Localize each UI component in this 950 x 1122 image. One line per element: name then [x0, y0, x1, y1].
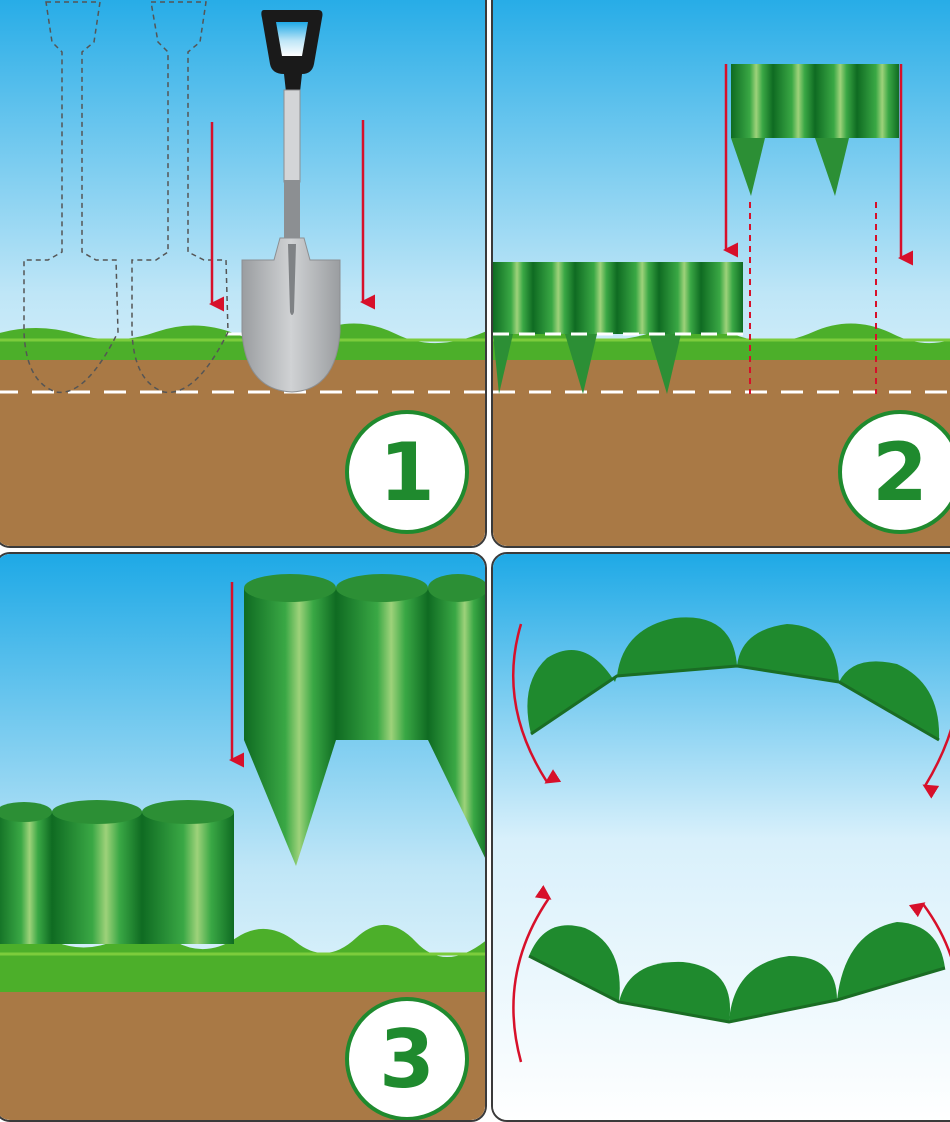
ghost-spade-2-icon: [131, 1, 229, 394]
step-badge: 3: [345, 997, 469, 1120]
spade-icon: [241, 10, 341, 393]
step-1-panel: 1: [0, 0, 487, 548]
step-2-illustration: 2: [493, 0, 950, 546]
bending-illustration: [493, 554, 950, 1120]
ghost-spade-1-icon: [23, 1, 119, 394]
step-number: 3: [379, 1013, 435, 1106]
step-number: 1: [379, 426, 435, 519]
step-number: 2: [872, 426, 928, 519]
curved-arrow-icon: [512, 623, 562, 784]
curved-arrow-icon: [512, 885, 552, 1063]
step-2-panel: 2: [491, 0, 950, 548]
step-1-illustration: 1: [0, 0, 485, 546]
step-3-illustration: 3: [0, 554, 485, 1120]
bending-panel: [491, 552, 950, 1122]
step-badge: 1: [345, 410, 469, 534]
lawn-edging-icon: [527, 617, 940, 742]
grass: [493, 323, 950, 360]
lawn-edging-icon: [244, 574, 485, 866]
lawn-edging-icon: [528, 922, 946, 1024]
lawn-edging-icon: [493, 262, 743, 394]
curved-arrow-icon: [908, 902, 950, 958]
curved-arrow-icon: [922, 728, 950, 799]
lawn-edging-icon: [0, 800, 234, 944]
step-3-panel: 3: [0, 552, 487, 1122]
step-badge: 2: [838, 410, 950, 534]
lawn-edging-icon: [731, 64, 899, 196]
grass: [0, 323, 485, 360]
